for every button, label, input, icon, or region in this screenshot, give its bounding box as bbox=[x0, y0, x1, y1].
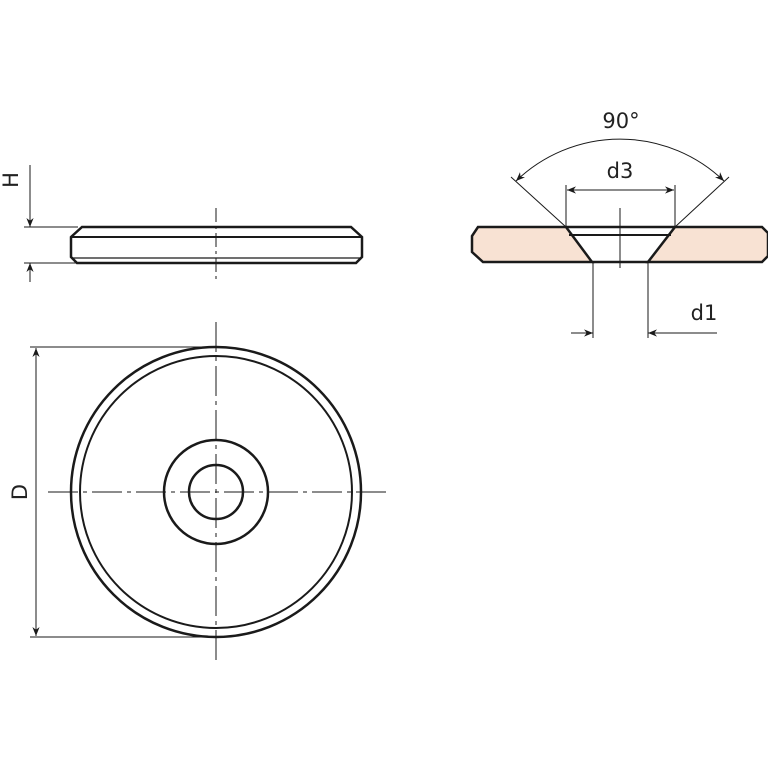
d1-label: d1 bbox=[691, 301, 718, 325]
side-view bbox=[24, 165, 364, 283]
top-view bbox=[30, 322, 386, 660]
d-label: D bbox=[8, 484, 32, 500]
section-view bbox=[470, 138, 768, 338]
angle-label: 90° bbox=[602, 109, 639, 133]
h-label: H bbox=[0, 172, 23, 188]
d3-label: d3 bbox=[607, 159, 634, 183]
